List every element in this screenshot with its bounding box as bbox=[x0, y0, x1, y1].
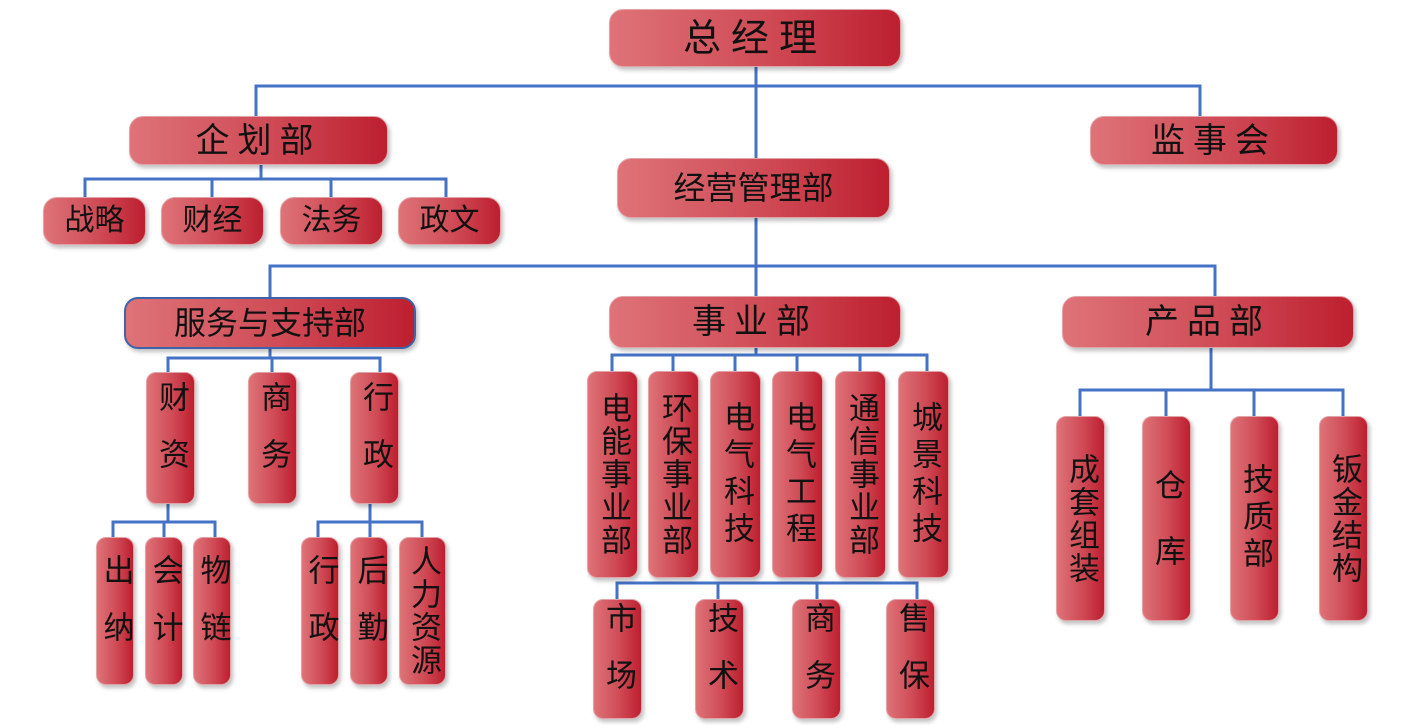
node-function-commerce-label: 商务 bbox=[799, 602, 835, 716]
node-business-telecom-label: 通信事业部 bbox=[843, 392, 879, 557]
node-business-telecom[interactable]: 通信事业部 bbox=[835, 371, 886, 578]
node-finance-accounting-label: 会计 bbox=[146, 554, 183, 668]
node-business-urban-tech[interactable]: 城景科技 bbox=[898, 371, 949, 578]
node-business-environment[interactable]: 环保事业部 bbox=[648, 371, 699, 578]
node-planning-policy[interactable]: 政文 bbox=[398, 197, 501, 245]
node-operations-label: 经营管理部 bbox=[673, 169, 834, 207]
node-product-warehouse-label: 仓 库 bbox=[1149, 469, 1185, 568]
node-product-assembly[interactable]: 成套组装 bbox=[1056, 416, 1105, 621]
node-product-sheet-metal[interactable]: 钣金结构 bbox=[1319, 416, 1368, 621]
node-business[interactable]: 事业部 bbox=[609, 296, 901, 348]
node-function-technology-label: 技术 bbox=[702, 602, 738, 716]
node-supervisory-board-label: 监事会 bbox=[1151, 120, 1277, 161]
node-admin-logistics[interactable]: 后勤 bbox=[350, 537, 388, 685]
node-operations[interactable]: 经营管理部 bbox=[617, 158, 890, 218]
node-function-after-sales[interactable]: 售保 bbox=[886, 599, 935, 719]
node-product-warehouse[interactable]: 仓 库 bbox=[1142, 416, 1191, 621]
node-planning-legal-label: 法务 bbox=[301, 203, 362, 238]
node-function-commerce[interactable]: 商务 bbox=[792, 599, 841, 719]
node-supervisory-board[interactable]: 监事会 bbox=[1090, 116, 1338, 165]
node-service-finance-label: 财资 bbox=[153, 381, 189, 495]
node-service-commerce-label: 商务 bbox=[255, 381, 291, 495]
node-business-electric-engineering-label: 电气工程 bbox=[780, 400, 816, 549]
node-business-electric-tech[interactable]: 电气科技 bbox=[710, 371, 761, 578]
node-finance-cashier[interactable]: 出纳 bbox=[96, 537, 134, 685]
node-admin-administration-label: 行政 bbox=[302, 554, 339, 668]
node-ceo[interactable]: 总经理 bbox=[609, 9, 901, 67]
node-service-support-label: 服务与支持部 bbox=[173, 304, 366, 342]
node-finance-accounting[interactable]: 会计 bbox=[145, 537, 183, 685]
node-function-market[interactable]: 市场 bbox=[593, 599, 642, 719]
node-product-sheet-metal-label: 钣金结构 bbox=[1326, 452, 1362, 585]
node-function-after-sales-label: 售保 bbox=[893, 602, 929, 716]
node-planning-label: 企划部 bbox=[195, 120, 322, 161]
node-service-support[interactable]: 服务与支持部 bbox=[124, 297, 416, 349]
node-product-assembly-label: 成套组装 bbox=[1063, 452, 1099, 585]
node-business-label: 事业部 bbox=[692, 302, 818, 342]
node-service-finance[interactable]: 财资 bbox=[146, 372, 195, 504]
node-business-electric-engineering[interactable]: 电气工程 bbox=[772, 371, 823, 578]
node-admin-hr[interactable]: 人力资源 bbox=[399, 537, 446, 685]
node-product-quality-label: 技质部 bbox=[1237, 463, 1273, 574]
node-finance-cashier-label: 出纳 bbox=[97, 554, 134, 668]
node-finance-logistics[interactable]: 物链 bbox=[193, 537, 231, 685]
node-planning-legal[interactable]: 法务 bbox=[280, 197, 383, 245]
node-business-power[interactable]: 电能事业部 bbox=[587, 371, 638, 578]
node-planning-strategy-label: 战略 bbox=[64, 203, 125, 238]
node-admin-logistics-label: 后勤 bbox=[351, 554, 388, 668]
node-business-environment-label: 环保事业部 bbox=[656, 392, 692, 557]
node-service-administration[interactable]: 行政 bbox=[350, 372, 399, 504]
node-business-electric-tech-label: 电气科技 bbox=[718, 400, 754, 549]
node-business-power-label: 电能事业部 bbox=[595, 392, 631, 557]
node-planning-finance-label: 财经 bbox=[182, 203, 243, 238]
node-admin-hr-label: 人力资源 bbox=[405, 545, 441, 677]
node-service-commerce[interactable]: 商务 bbox=[248, 372, 297, 504]
node-function-technology[interactable]: 技术 bbox=[695, 599, 744, 719]
node-planning-strategy[interactable]: 战略 bbox=[43, 197, 146, 245]
node-product[interactable]: 产品部 bbox=[1062, 296, 1354, 348]
node-product-quality[interactable]: 技质部 bbox=[1230, 416, 1279, 621]
node-planning-policy-label: 政文 bbox=[419, 203, 480, 238]
node-service-administration-label: 行政 bbox=[357, 381, 393, 495]
node-planning[interactable]: 企划部 bbox=[129, 116, 388, 165]
node-ceo-label: 总经理 bbox=[682, 16, 827, 60]
node-admin-administration[interactable]: 行政 bbox=[301, 537, 339, 685]
node-planning-finance[interactable]: 财经 bbox=[161, 197, 264, 245]
node-function-market-label: 市场 bbox=[600, 602, 636, 716]
node-product-label: 产品部 bbox=[1145, 302, 1271, 342]
node-business-urban-tech-label: 城景科技 bbox=[906, 400, 942, 549]
node-finance-logistics-label: 物链 bbox=[194, 554, 231, 668]
